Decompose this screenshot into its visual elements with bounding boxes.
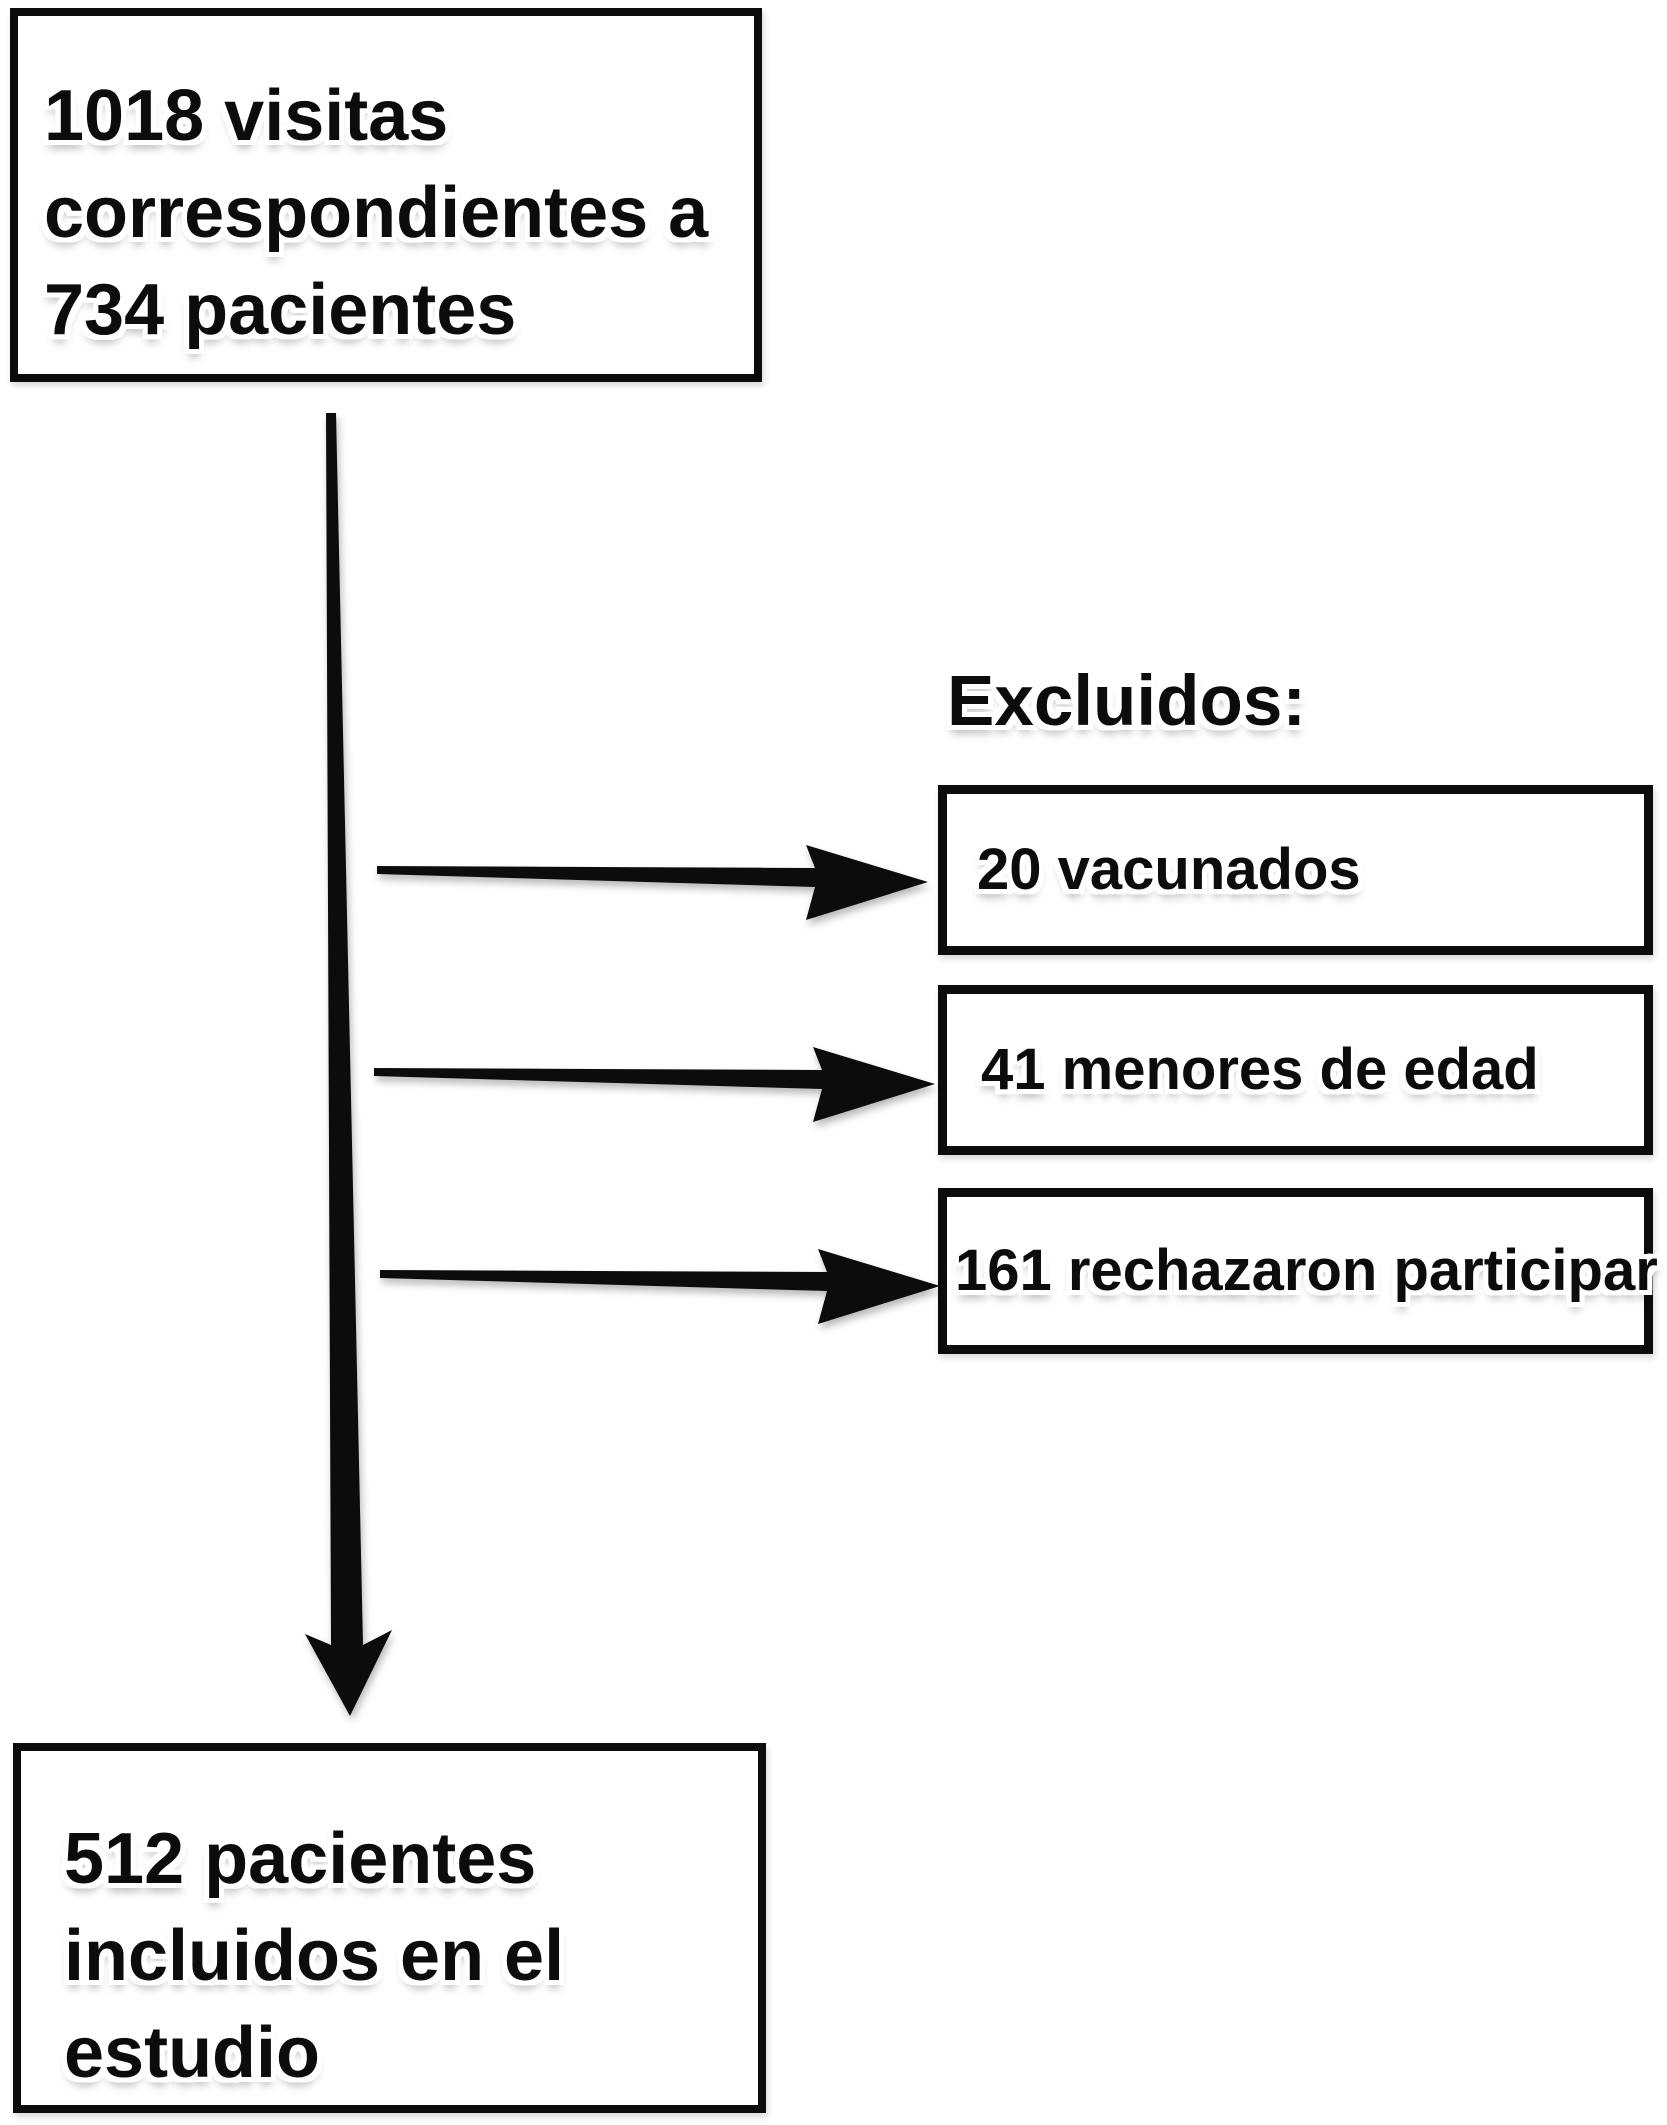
excluded-heading: Excluidos:	[947, 662, 1307, 741]
exclusion-arrow-2-icon	[374, 1047, 935, 1122]
source-box-text: 1018 visitas correspondientes a 734 paci…	[18, 16, 754, 359]
excluded-box-vacunados: 20 vacunados	[938, 785, 1653, 955]
excluded-box-label: 161 rechazaron participar	[955, 1238, 1658, 1303]
source-box: 1018 visitas correspondientes a 734 paci…	[10, 8, 762, 382]
result-box-line: estudio	[64, 2013, 321, 2093]
excluded-box-rechazaron: 161 rechazaron participar	[938, 1188, 1658, 1354]
result-box-line: incluidos en el	[64, 1916, 565, 1996]
exclusion-arrow-3-icon	[380, 1249, 940, 1324]
excluded-box-label: 20 vacunados	[977, 837, 1361, 902]
result-box-line: 512 pacientes	[64, 1819, 537, 1899]
result-box: 512 pacientes incluidos en el estudio	[13, 1743, 766, 2113]
source-box-line: correspondientes a	[44, 173, 709, 253]
down-arrow-icon	[305, 413, 392, 1716]
exclusion-arrow-1-icon	[377, 845, 928, 920]
source-box-line: 1018 visitas	[44, 76, 449, 156]
excluded-box-label: 41 menores de edad	[981, 1037, 1539, 1102]
result-box-text: 512 pacientes incluidos en el estudio	[21, 1751, 758, 2102]
source-box-line: 734 pacientes	[44, 270, 517, 350]
excluded-box-menores: 41 menores de edad	[938, 985, 1653, 1155]
